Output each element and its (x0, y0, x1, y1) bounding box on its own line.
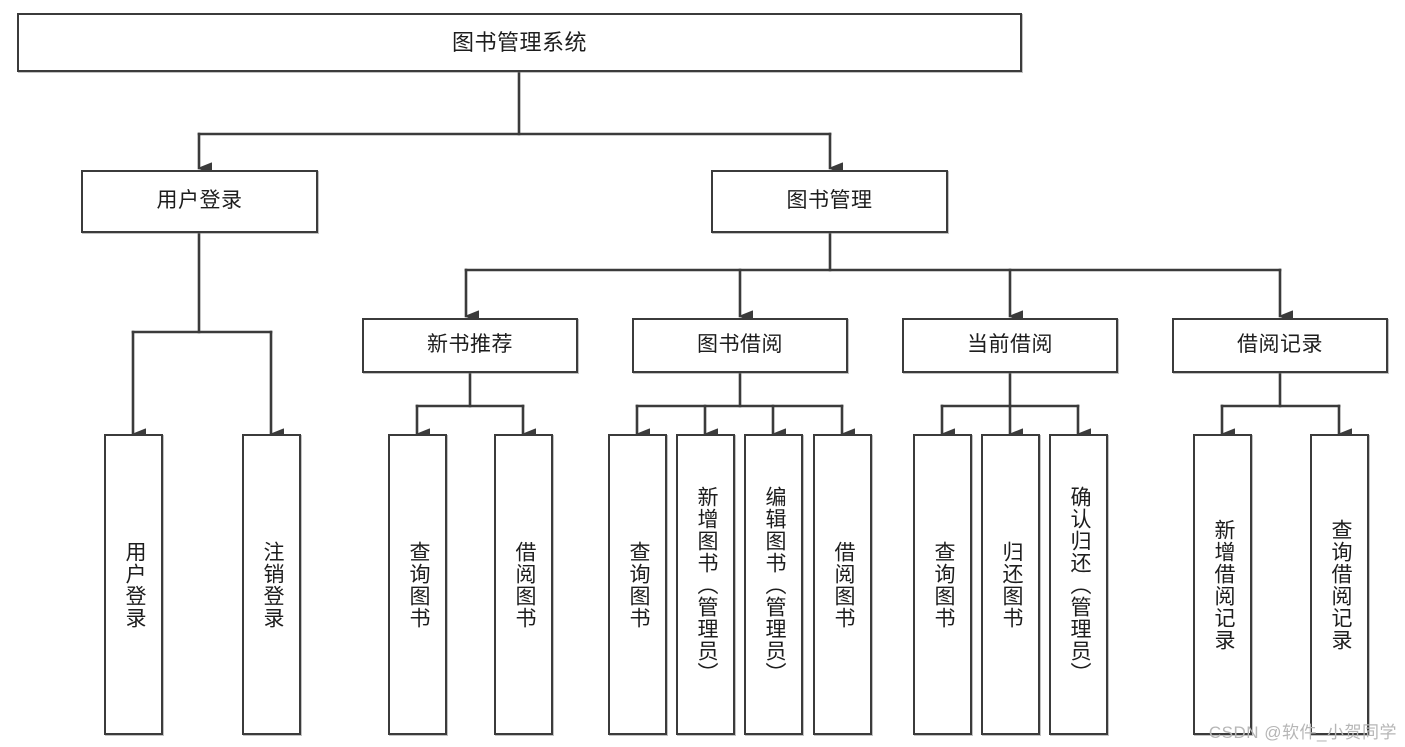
node-label: 归还图书 (999, 540, 1023, 629)
node-root-book-management-system[interactable]: 图书管理系统 (17, 13, 1022, 72)
node-label: 新增图书（管理员） (694, 485, 718, 684)
leaf-edit-book-admin[interactable]: 编辑图书（管理员） (744, 434, 803, 735)
node-label: 用户登录 (122, 540, 146, 629)
csdn-watermark: CSDN @软件_小贺同学 (1208, 723, 1397, 742)
node-label: 借阅图书 (512, 540, 536, 629)
node-label: 查询借阅记录 (1328, 518, 1352, 651)
node-label: 当前借阅 (967, 333, 1053, 357)
node-label: 注销登录 (260, 540, 284, 629)
node-current-borrow[interactable]: 当前借阅 (902, 318, 1118, 373)
leaf-query-book-current[interactable]: 查询图书 (913, 434, 972, 735)
leaf-borrow-book[interactable]: 借阅图书 (813, 434, 872, 735)
leaf-logout-login[interactable]: 注销登录 (242, 434, 301, 735)
node-label: 借阅记录 (1237, 333, 1323, 357)
leaf-query-book-borrow[interactable]: 查询图书 (608, 434, 667, 735)
node-label: 图书管理系统 (451, 29, 587, 55)
leaf-return-book[interactable]: 归还图书 (981, 434, 1040, 735)
leaf-confirm-return-admin[interactable]: 确认归还（管理员） (1049, 434, 1108, 735)
node-label: 新书推荐 (427, 333, 513, 357)
node-label: 编辑图书（管理员） (762, 485, 786, 684)
node-label: 借阅图书 (831, 540, 855, 629)
leaf-query-book-recommend[interactable]: 查询图书 (388, 434, 447, 735)
leaf-user-login[interactable]: 用户登录 (104, 434, 163, 735)
node-label: 图书管理 (786, 189, 873, 213)
leaf-query-borrow-record[interactable]: 查询借阅记录 (1310, 434, 1369, 735)
leaf-add-borrow-record[interactable]: 新增借阅记录 (1193, 434, 1252, 735)
leaf-add-book-admin[interactable]: 新增图书（管理员） (676, 434, 735, 735)
node-book-borrow[interactable]: 图书借阅 (632, 318, 848, 373)
node-user-login[interactable]: 用户登录 (81, 170, 318, 233)
node-book-management[interactable]: 图书管理 (711, 170, 948, 233)
node-borrow-record[interactable]: 借阅记录 (1172, 318, 1388, 373)
node-label: 查询图书 (626, 540, 650, 629)
node-label: 确认归还（管理员） (1067, 485, 1091, 684)
node-label: 用户登录 (156, 189, 243, 213)
node-new-book-recommend[interactable]: 新书推荐 (362, 318, 578, 373)
node-label: 图书借阅 (697, 333, 783, 357)
node-label: 查询图书 (406, 540, 430, 629)
node-label: 查询图书 (931, 540, 955, 629)
leaf-borrow-book-recommend[interactable]: 借阅图书 (494, 434, 553, 735)
node-label: 新增借阅记录 (1211, 518, 1235, 651)
